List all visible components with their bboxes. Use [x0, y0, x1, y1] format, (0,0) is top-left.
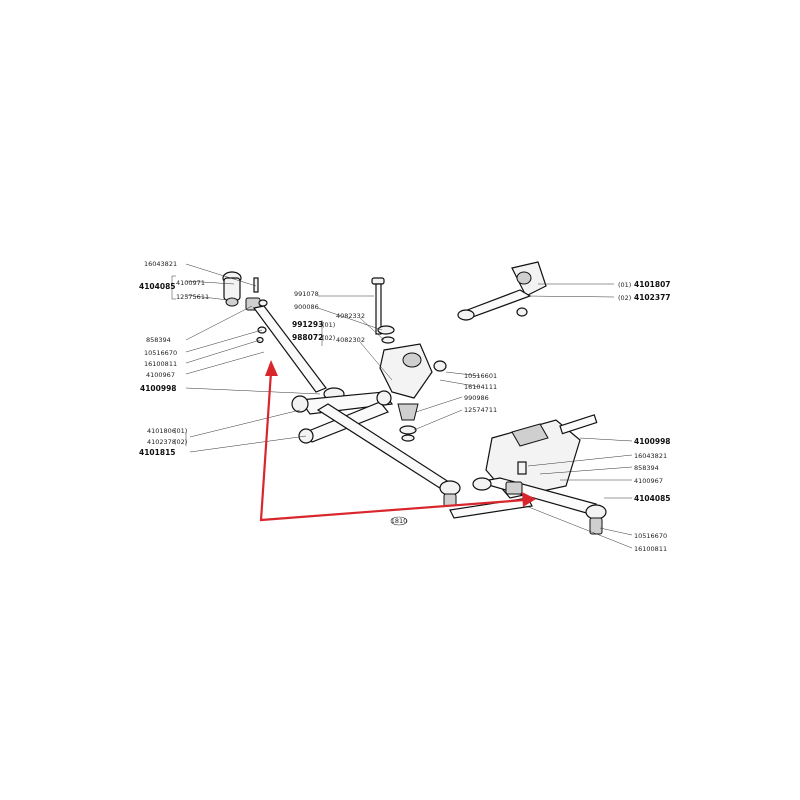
- label-16043821-left: 16043821: [144, 260, 177, 268]
- label-4082332: 4082332: [336, 312, 365, 320]
- label-4100967-right: 4100967: [634, 477, 663, 485]
- label-4100967-left: 4100967: [146, 371, 175, 379]
- label-988072: 988072: [292, 333, 323, 342]
- label-4101806: 4101806: [147, 427, 176, 435]
- figure-reference-badge: 1810: [390, 516, 408, 526]
- label-4101815: 4101815: [139, 448, 176, 457]
- label-16100811-right: 16100811: [634, 545, 667, 553]
- red-highlight-arrow: [259, 360, 536, 522]
- label-4104085-right: 4104085: [634, 494, 671, 503]
- label-4100971: 4100971: [176, 279, 205, 287]
- label-16104111: 16104111: [464, 383, 497, 391]
- label-4102378-variant: (02): [174, 438, 187, 446]
- label-12575611: 12575611: [176, 293, 209, 301]
- label-900086: 900086: [294, 303, 319, 311]
- label-4104085-left: 4104085: [139, 282, 176, 291]
- label-12574711: 12574711: [464, 406, 497, 414]
- center-link-assembly: [291, 390, 461, 507]
- label-10516670-right: 10516670: [634, 532, 667, 540]
- part-number-labels: 16043821 4104085 4100971 12575611 858394…: [139, 260, 671, 553]
- label-16043821-right: 16043821: [634, 452, 667, 460]
- pitman-arm: [457, 261, 547, 321]
- label-988072-variant: (02): [322, 334, 335, 342]
- leader-lines: [171, 263, 633, 549]
- label-4102378: 4102378: [147, 438, 176, 446]
- label-10516601: 10516601: [464, 372, 497, 380]
- label-4100998-right: 4100998: [634, 437, 671, 446]
- label-4102377: 4102377: [634, 293, 671, 302]
- label-991078: 991078: [294, 290, 319, 298]
- label-4082302: 4082302: [336, 336, 365, 344]
- label-4100998-left: 4100998: [140, 384, 177, 393]
- label-990986: 990986: [464, 394, 489, 402]
- idler-bracket-assembly: [371, 277, 447, 442]
- steering-box-assembly: [449, 414, 607, 535]
- label-16100811-left: 16100811: [144, 360, 177, 368]
- left-tie-rod-assembly: [222, 271, 345, 413]
- label-4102377-variant: (02): [618, 294, 631, 302]
- label-991293: 991293: [292, 320, 323, 329]
- label-4101807: 4101807: [634, 280, 671, 289]
- label-10516670-left: 10516670: [144, 349, 177, 357]
- label-4101806-variant: (01): [174, 427, 187, 435]
- label-4101807-variant: (01): [618, 281, 631, 289]
- label-991293-variant: (01): [322, 321, 335, 329]
- label-858394-left: 858394: [146, 336, 171, 344]
- figure-ref-label: 1810: [391, 517, 408, 525]
- label-858394-right: 858394: [634, 464, 659, 472]
